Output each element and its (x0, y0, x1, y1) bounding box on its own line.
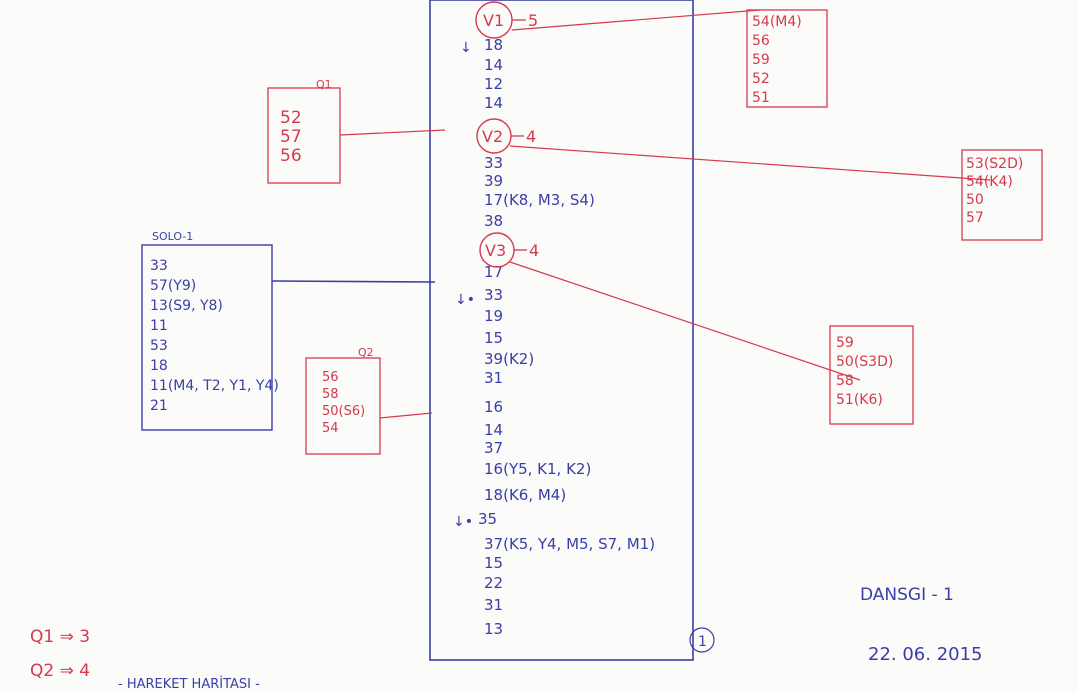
list-item: 50(S6) (322, 404, 365, 419)
page-number-circle (689, 627, 715, 653)
down-arrow-icon: ↓• (455, 292, 475, 308)
list-item: 58 (836, 373, 854, 389)
box-v2: 53(S2D) 54(K4) 50 57 (961, 149, 1043, 241)
column-number: 39 (484, 172, 503, 190)
node-label: V1 (483, 11, 504, 30)
date: 22. 06. 2015 (868, 644, 983, 665)
list-item: 53 (150, 338, 168, 354)
column-number: 22 (484, 574, 503, 592)
list-item: 51 (752, 90, 770, 106)
list-item: 51(K6) (836, 392, 883, 408)
box-v3: 59 50(S3D) 58 51(K6) (829, 325, 914, 425)
node-label: V2 (482, 127, 503, 146)
list-item: 59 (836, 335, 854, 351)
node-v2: V2 4 (476, 118, 536, 154)
list-item: 54(M4) (752, 14, 802, 30)
link-q2-column (379, 412, 433, 419)
page-number: 1 (698, 634, 707, 650)
list-item: 54(K4) (966, 174, 1013, 190)
list-item: 33 (150, 258, 168, 274)
link-v3-box (509, 261, 861, 381)
column-number: 16(Y5, K1, K2) (484, 460, 591, 478)
list-item: 50 (966, 192, 984, 208)
main-column (429, 0, 694, 661)
column-number: 15 (484, 554, 503, 572)
signature: DANSGI - 1 (860, 585, 954, 605)
box-title: SOLO-1 (152, 230, 193, 243)
list-item: 11(M4, T2, Y1, Y4) (150, 378, 279, 394)
list-item: 56 (280, 146, 302, 166)
list-item: 58 (322, 387, 339, 402)
column-number: 35 (478, 510, 497, 528)
link-v1-box (511, 9, 761, 31)
column-number: 12 (484, 75, 503, 93)
column-number: 31 (484, 596, 503, 614)
list-item: 52 (280, 108, 302, 128)
column-number: 16 (484, 398, 503, 416)
node-v1: V1 5 (475, 1, 538, 39)
list-item: 54 (322, 421, 339, 436)
link-v2-box (509, 145, 991, 181)
list-item: 59 (752, 52, 770, 68)
column-number: 17 (484, 263, 503, 281)
list-item: 56 (322, 370, 339, 385)
column-number: 14 (484, 94, 503, 112)
list-item: 57 (966, 210, 984, 226)
column-number: 14 (484, 421, 503, 439)
column-number: 15 (484, 329, 503, 347)
column-number: 13 (484, 620, 503, 638)
column-number: 33 (484, 154, 503, 172)
column-number: 31 (484, 369, 503, 387)
link-solo-column (271, 280, 436, 283)
node-label: V3 (485, 241, 506, 260)
column-number: 37 (484, 439, 503, 457)
list-item: 13(S9, Y8) (150, 298, 223, 314)
column-number: 19 (484, 307, 503, 325)
summary-q2: Q2 ⇒ 4 (30, 661, 90, 681)
column-number: 17(K8, M3, S4) (484, 191, 595, 209)
box-v1: 54(M4) 56 59 52 51 (746, 9, 828, 108)
box-title: Q2 (358, 346, 374, 359)
node-v3: V3 4 (479, 232, 539, 268)
caption: - HAREKET HARİTASI - (118, 676, 260, 692)
column-number: 37(K5, Y4, M5, S7, M1) (484, 535, 655, 553)
column-number: 39(K2) (484, 350, 534, 368)
down-arrow-icon: ↓ (460, 40, 472, 56)
box-solo: SOLO-1 33 57(Y9) 13(S9, Y8) 11 53 18 11(M4, T2… (141, 230, 279, 431)
link-q1-column (339, 129, 446, 136)
column-number: 38 (484, 212, 503, 230)
list-item: 50(S3D) (836, 354, 893, 370)
column-number: 14 (484, 56, 503, 74)
list-item: 57(Y9) (150, 278, 196, 294)
list-item: 56 (752, 33, 770, 49)
list-item: 53(S2D) (966, 156, 1023, 172)
box-title: Q1 (316, 78, 332, 91)
summary-q1: Q1 ⇒ 3 (30, 627, 90, 647)
list-item: 52 (752, 71, 770, 87)
column-number: 33 (484, 286, 503, 304)
list-item: 57 (280, 127, 302, 147)
node-count: 5 (528, 11, 538, 30)
box-q2: Q2 56 58 50(S6) 54 (305, 346, 381, 455)
down-arrow-icon: ↓• (453, 514, 473, 530)
list-item: 21 (150, 398, 168, 414)
node-count: 4 (529, 241, 539, 260)
list-item: 11 (150, 318, 168, 334)
column-number: 18(K6, M4) (484, 486, 566, 504)
list-item: 18 (150, 358, 168, 374)
node-count: 4 (526, 127, 536, 146)
column-number: 18 (484, 36, 503, 54)
